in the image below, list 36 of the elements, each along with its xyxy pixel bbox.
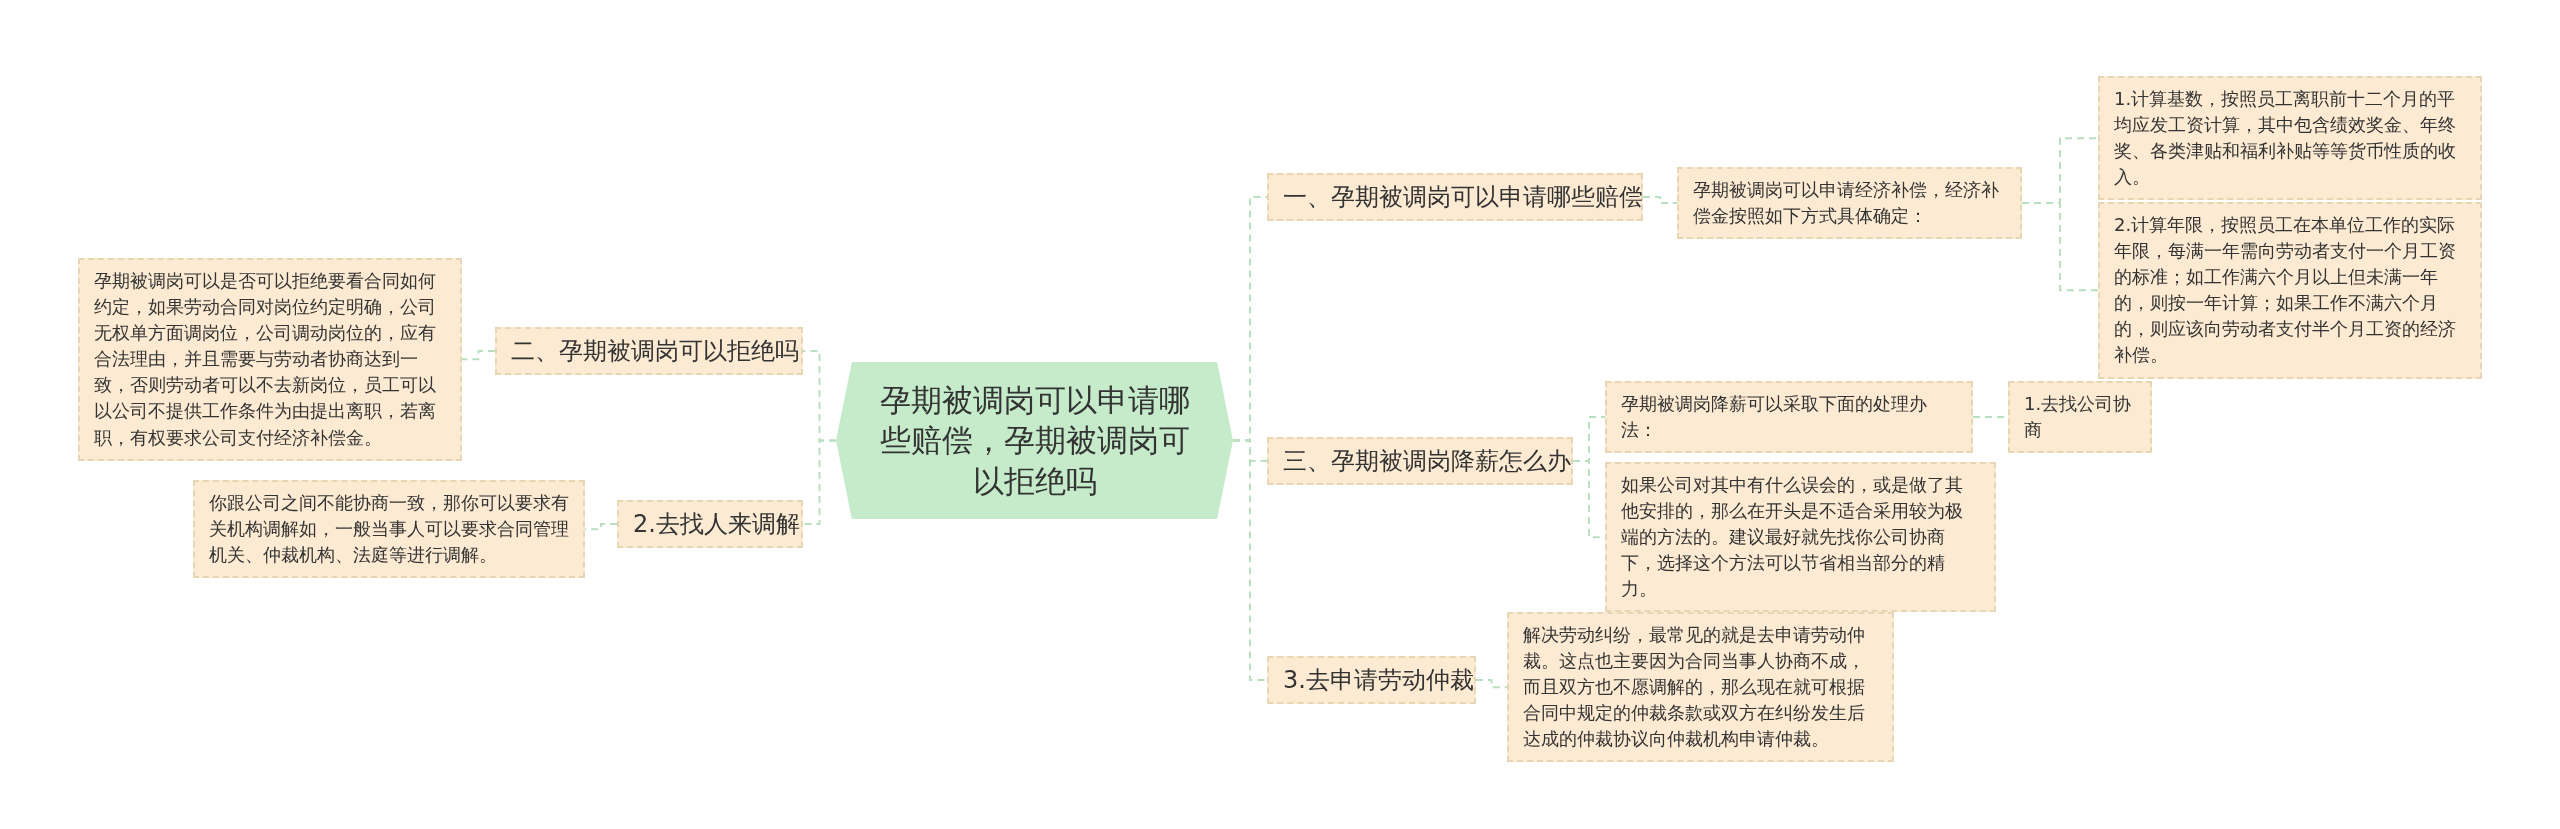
connector-line (1642, 196, 1678, 205)
connector-line (2021, 202, 2099, 292)
connector-line (802, 439, 837, 525)
detail-text-box (1605, 462, 1996, 613)
detail-text-box (193, 480, 585, 579)
branch-topic-box (1267, 437, 1573, 485)
detail-text-box (2098, 76, 2482, 201)
branch-topic-text: 二、孕期被调岗可以拒绝吗 (511, 336, 799, 367)
detail-text-box (2098, 202, 2482, 379)
branch-topic-box (495, 327, 803, 375)
central-topic-hexagon (836, 362, 1233, 519)
detail-text: 孕期被调岗降薪可以采取下面的处理办法： (1621, 392, 1928, 443)
detail-text: 如果公司对其中有什么误会的，或是做了其他安排的，那么在开头是不适合采用较为极端的方法的。建议最好就先找你公司协商下，选择这个方法可以节省相当部分的精力。 (1621, 473, 1964, 602)
connector-line (461, 350, 496, 361)
detail-text-box (2008, 381, 2152, 454)
detail-text-box (1605, 381, 1973, 454)
detail-text-box (78, 258, 462, 461)
detail-text-box (1507, 612, 1894, 763)
detail-text: 孕期被调岗可以是否可以拒绝要看合同如何约定，如果劳动合同对岗位约定明确，公司无权单方面调岗位，公司调动岗位的，应有合法理由，并且需要与劳动者协商达到一致，否则劳动者可以不去新岗位，员工可以以公司不提供工作条件为由提出离职，若离职，有权要求公司支付经济补偿金。 (94, 269, 437, 450)
connector-line (1475, 679, 1508, 689)
branch-topic-text: 3.去申请劳动仲裁 (1283, 665, 1474, 696)
detail-text: 1.计算基数，按照员工离职前十二个月的平均应发工资计算，其中包含绩效奖金、年终奖、各类津贴和福利补贴等等货币性质的收入。 (2114, 87, 2457, 190)
branch-topic-text: 一、孕期被调岗可以申请哪些赔偿 (1283, 182, 1643, 213)
branch-topic-box (1267, 656, 1476, 704)
detail-text: 你跟公司之间不能协商一致，那你可以要求有关机构调解如，一般当事人可以要求合同管理机关、仲裁机构、法庭等进行调解。 (209, 491, 569, 568)
central-topic-text: 孕期被调岗可以申请哪些赔偿，孕期被调岗可以拒绝吗 (878, 381, 1191, 501)
branch-topic-box (1267, 173, 1643, 221)
branch-topic-text: 三、孕期被调岗降薪怎么办 (1283, 446, 1571, 477)
detail-text-box (1677, 167, 2022, 240)
detail-text: 孕期被调岗可以申请经济补偿，经济补偿金按照如下方式具体确定： (1693, 178, 2000, 229)
detail-text: 2.计算年限，按照员工在本单位工作的实际年限，每满一年需向劳动者支付一个月工资的标准；如工作满六个月以上但未满一年的，则按一年计算；如果工作不满六个月的，则应该向劳动者支付半个月工资的经济补偿。 (2114, 213, 2457, 368)
detail-text: 1.去找公司协商 (2024, 392, 2133, 443)
detail-text: 解决劳动纠纷，最常见的就是去申请劳动仲裁。这点也主要因为合同当事人协商不成，而且双方也不愿调解的，那么现在就可根据合同中规定的仲裁条款或双方在纠纷发生后达成的仲裁协议向仲裁机构申请仲裁。 (1523, 623, 1866, 752)
connector-line (1232, 439, 1268, 681)
branch-topic-text: 2.去找人来调解 (633, 509, 800, 540)
branch-topic-box (617, 500, 803, 548)
